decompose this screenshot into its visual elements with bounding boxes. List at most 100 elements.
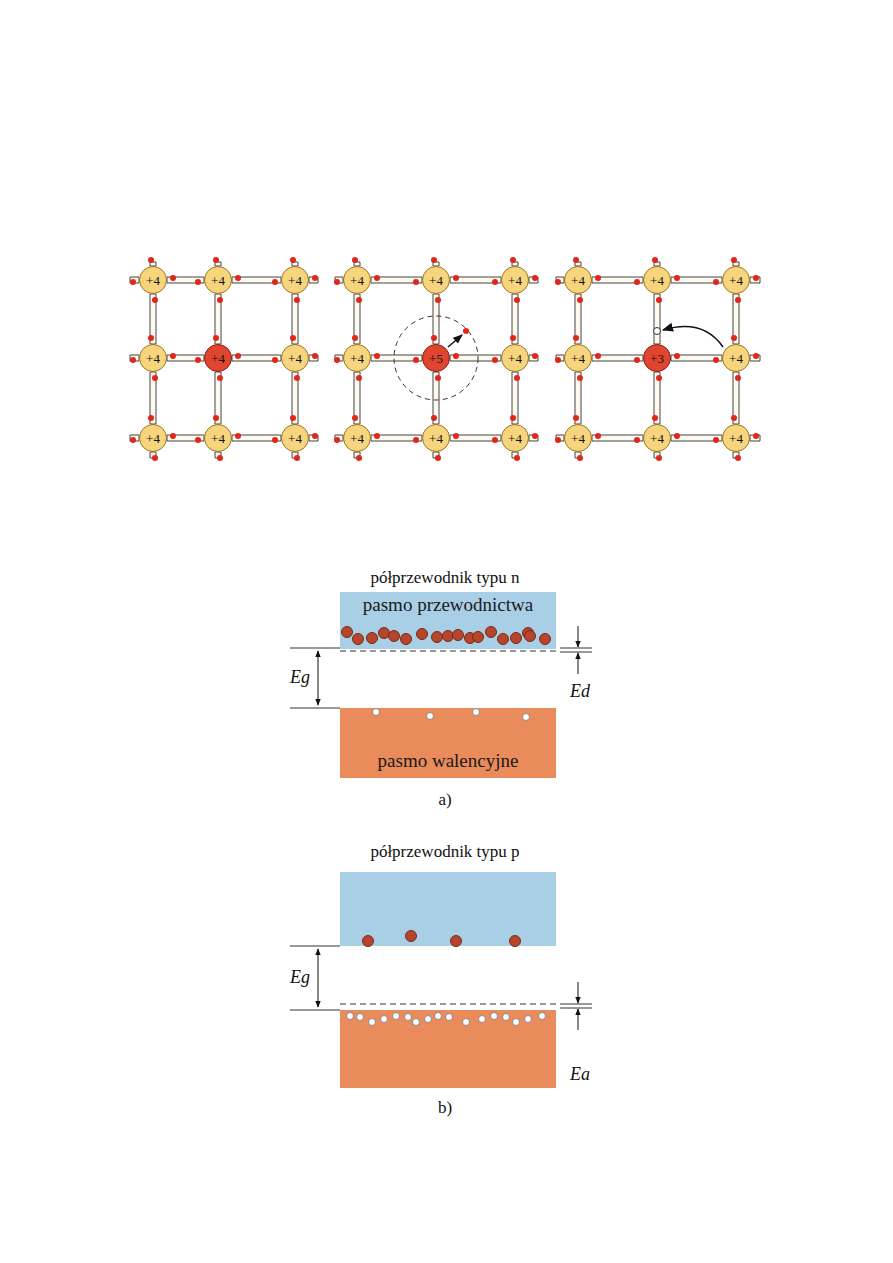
atom-charge: +4 bbox=[571, 352, 585, 365]
donor-level bbox=[340, 651, 560, 652]
valence-electron bbox=[753, 433, 759, 439]
valence-electron bbox=[735, 375, 741, 381]
silicon-atom: +4 bbox=[204, 266, 232, 294]
valence-electron bbox=[555, 357, 561, 363]
silicon-atom: +4 bbox=[722, 424, 750, 452]
valence-electron bbox=[213, 415, 219, 421]
atom-charge: +4 bbox=[729, 432, 743, 445]
valence-electron bbox=[217, 375, 223, 381]
arrow bbox=[448, 335, 462, 347]
hole bbox=[427, 713, 434, 720]
valence-electron bbox=[674, 353, 680, 359]
atom-charge: +4 bbox=[429, 274, 443, 287]
band-name: pasmo przewodnictwa bbox=[363, 595, 533, 616]
valence-electron bbox=[334, 357, 340, 363]
valence-electron bbox=[152, 375, 158, 381]
atom-charge: +4 bbox=[429, 432, 443, 445]
electron bbox=[453, 630, 464, 641]
hole bbox=[369, 1019, 376, 1026]
atom-charge: +4 bbox=[508, 432, 522, 445]
valence-electron bbox=[514, 375, 520, 381]
atom-charge: +4 bbox=[729, 274, 743, 287]
tick bbox=[290, 708, 340, 709]
atom-charge: +4 bbox=[211, 274, 225, 287]
hole bbox=[381, 1016, 388, 1023]
electron bbox=[389, 631, 400, 642]
silicon-atom: +4 bbox=[564, 344, 592, 372]
silicon-atom: +4 bbox=[501, 344, 529, 372]
electron bbox=[367, 633, 378, 644]
valence-electron bbox=[312, 275, 318, 281]
valence-electron bbox=[713, 437, 719, 443]
atom-charge: +4 bbox=[729, 352, 743, 365]
silicon-atom: +4 bbox=[139, 424, 167, 452]
electron bbox=[510, 936, 521, 947]
diagram-title: półprzewodnik typu n bbox=[368, 569, 521, 588]
hole bbox=[479, 1016, 486, 1023]
impurity-atom: +5 bbox=[422, 344, 450, 372]
valence-electron bbox=[352, 335, 358, 341]
valence-electron bbox=[674, 433, 680, 439]
atom-charge: +4 bbox=[288, 352, 302, 365]
tick bbox=[560, 648, 592, 649]
valence-electron bbox=[152, 455, 158, 461]
hole bbox=[525, 1016, 532, 1023]
hole bbox=[473, 709, 480, 716]
valence-electron bbox=[235, 433, 241, 439]
valence-electron bbox=[130, 279, 136, 285]
impurity-atom: +3 bbox=[643, 344, 671, 372]
conduction-band bbox=[340, 872, 556, 946]
acceptor-level bbox=[340, 1004, 560, 1005]
valence-electron bbox=[217, 455, 223, 461]
electron bbox=[342, 627, 353, 638]
energy-symbol: Ea bbox=[568, 1065, 592, 1085]
valence-electron bbox=[356, 375, 362, 381]
valence-electron bbox=[294, 455, 300, 461]
valence-electron bbox=[272, 279, 278, 285]
electron bbox=[379, 628, 390, 639]
valence-electron bbox=[170, 275, 176, 281]
silicon-atom: +4 bbox=[343, 344, 371, 372]
valence-electron bbox=[431, 335, 437, 341]
hole bbox=[425, 1016, 432, 1023]
energy-symbol: Ed bbox=[568, 682, 592, 702]
electron bbox=[406, 931, 417, 942]
atom-charge: +4 bbox=[650, 432, 664, 445]
valence-electron bbox=[195, 357, 201, 363]
valence-electron bbox=[656, 375, 662, 381]
valence-electron bbox=[334, 437, 340, 443]
energy-symbol: Eg bbox=[288, 968, 312, 988]
silicon-atom: +4 bbox=[281, 344, 309, 372]
valence-electron bbox=[374, 433, 380, 439]
valence-electron bbox=[510, 257, 516, 263]
band-name: pasmo walencyjne bbox=[378, 751, 519, 772]
silicon-atom: +4 bbox=[139, 266, 167, 294]
atom-charge: +4 bbox=[350, 432, 364, 445]
silicon-atom: +4 bbox=[501, 266, 529, 294]
valence-electron bbox=[435, 297, 441, 303]
hole bbox=[357, 1014, 364, 1021]
valence-electron bbox=[577, 455, 583, 461]
valence-electron bbox=[334, 279, 340, 285]
valence-electron bbox=[713, 357, 719, 363]
electron bbox=[417, 629, 428, 640]
valence-electron bbox=[356, 297, 362, 303]
valence-electron bbox=[413, 357, 419, 363]
valence-electron bbox=[312, 353, 318, 359]
valence-electron bbox=[735, 297, 741, 303]
hole bbox=[435, 1013, 442, 1020]
atom-charge: +4 bbox=[146, 352, 160, 365]
valence-electron bbox=[674, 275, 680, 281]
valence-electron bbox=[235, 353, 241, 359]
dimension-arrow bbox=[578, 626, 579, 647]
valence-electron bbox=[148, 415, 154, 421]
silicon-atom: +4 bbox=[643, 266, 671, 294]
hole bbox=[513, 1019, 520, 1026]
dimension-arrow bbox=[578, 1009, 579, 1030]
electron bbox=[498, 634, 509, 645]
silicon-atom: +4 bbox=[343, 424, 371, 452]
valence-electron bbox=[735, 455, 741, 461]
electron bbox=[511, 633, 522, 644]
electron bbox=[486, 627, 497, 638]
hole bbox=[503, 1014, 510, 1021]
